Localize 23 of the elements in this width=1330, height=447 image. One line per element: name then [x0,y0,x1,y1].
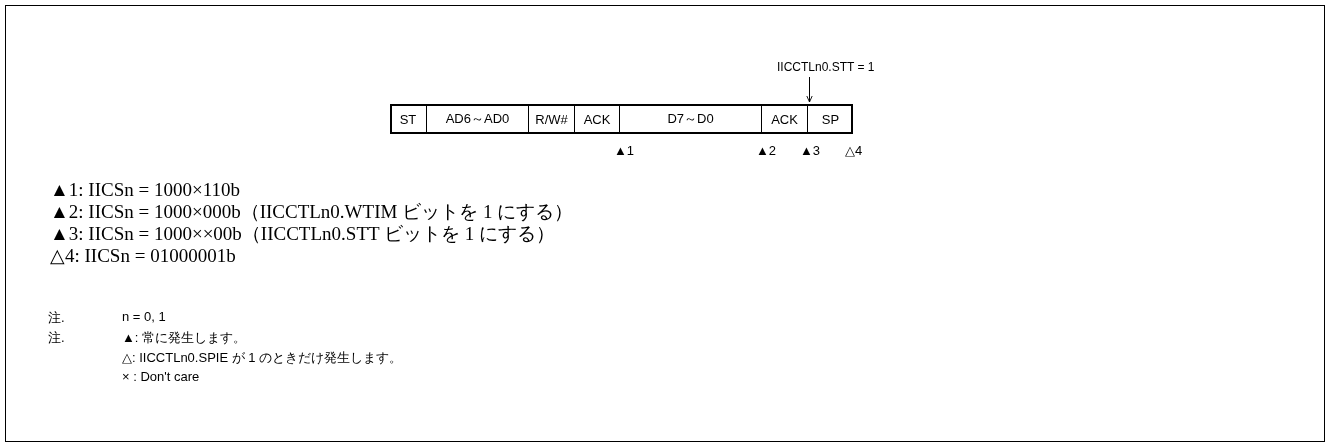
bit-field-cell: R/W# [529,106,575,132]
note-text: n = 0, 1 [122,309,166,324]
status-line: ▲3: IICSn = 1000××00b（IICCTLn0.STT ビットを 1 にする） [50,223,556,245]
status-line: ▲1: IICSn = 1000×110b [50,179,240,201]
note-mark: 注. [48,309,65,327]
note-text: × : Don't care [122,369,200,384]
bit-field-cell: AD6～AD0 [427,106,529,132]
event-marker: ▲2 [756,143,777,158]
status-line: △4: IICSn = 01000001b [50,245,236,267]
condition-label: IICCTLn0.STT = 1 [777,60,875,74]
bit-field-cell: ST [390,106,427,132]
bit-field-cell: D7～D0 [620,106,762,132]
note-mark: 注. [48,329,65,347]
note-text: △: IICCTLn0.SPIE が 1 のときだけ発生します。 [122,349,403,367]
bit-field-cell: SP [808,106,853,132]
event-marker: ▲1 [614,143,635,158]
note-text: ▲: 常に発生します。 [122,329,247,347]
event-marker: △4 [845,143,863,158]
bit-field-cell: ACK [762,106,808,132]
arrow [806,76,813,103]
event-marker: ▲3 [800,143,821,158]
bit-field-cell: ACK [575,106,620,132]
status-line: ▲2: IICSn = 1000×000b（IICCTLn0.WTIM ビットを 1 にする） [50,201,574,223]
